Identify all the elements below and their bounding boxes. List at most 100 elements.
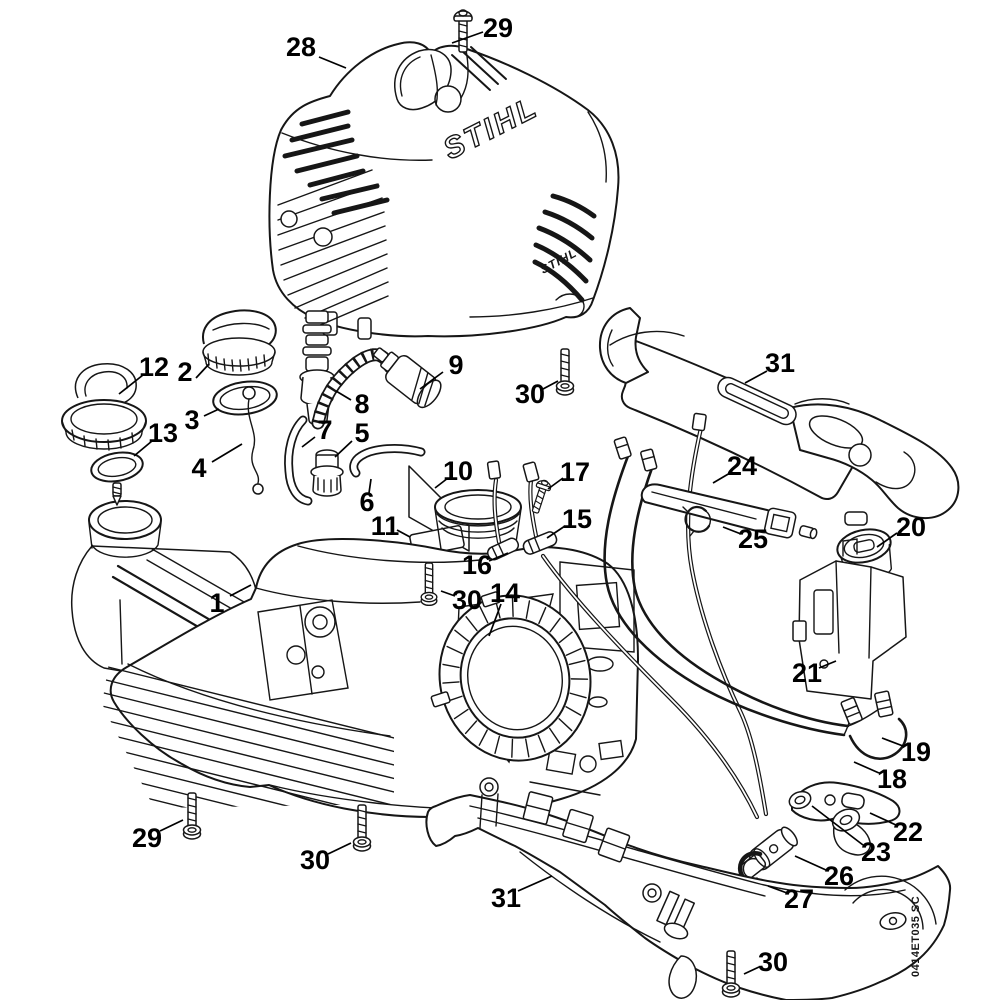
grille-rib <box>103 732 394 807</box>
fan-ring-slat <box>465 616 478 632</box>
callout-number-11: 11 <box>371 511 400 541</box>
grille-rib <box>103 678 394 753</box>
callout-leader-25 <box>722 526 742 535</box>
callout-leader-15 <box>546 525 566 539</box>
grille-rib <box>103 773 394 808</box>
fan-ring-slat <box>464 720 478 735</box>
callout-number-1: 1 <box>209 588 224 618</box>
callout-leader-13 <box>133 440 153 457</box>
fan-ring-slat <box>453 708 469 720</box>
callout-number-22: 22 <box>893 817 923 847</box>
callout-leader-30 <box>542 380 559 390</box>
callout-leader-21 <box>818 660 837 669</box>
fan-housing-ring <box>430 591 592 764</box>
callout-leader-17 <box>547 477 564 490</box>
grille-rib <box>103 705 394 780</box>
callout-leader-20 <box>876 532 898 548</box>
callout-number-18: 18 <box>877 764 907 794</box>
callout-leader-30 <box>327 842 352 855</box>
callout-leader-16 <box>488 552 509 562</box>
tank-vent-valve <box>310 449 344 497</box>
fan-ring-slat <box>549 617 561 633</box>
callout-number-8: 8 <box>354 389 369 419</box>
callout-leader-31 <box>517 875 553 892</box>
callout-leader-9 <box>419 371 444 390</box>
callout-number-21: 21 <box>792 658 822 688</box>
fan-ring-slat <box>537 734 546 753</box>
callout-leader-30 <box>743 966 760 975</box>
trigger-bushing <box>788 790 812 810</box>
fan-ring-slat <box>558 631 573 644</box>
fan-ring-slat <box>494 735 501 754</box>
callout-leader-27 <box>767 885 788 894</box>
callout-leader-14 <box>488 603 502 637</box>
callout-number-13: 13 <box>148 418 178 448</box>
fan-ring-slat <box>442 663 460 669</box>
callout-number-15: 15 <box>562 504 592 534</box>
callout-leader-18 <box>853 761 880 774</box>
handle-housing-bottom <box>425 777 952 1000</box>
fuel-return-hose <box>349 444 426 478</box>
callout-leader-29 <box>159 819 184 832</box>
callout-number-30: 30 <box>452 585 482 615</box>
callout-number-27: 27 <box>784 884 814 914</box>
throttle-cable-lower <box>540 553 760 820</box>
callout-leader-12 <box>118 374 144 395</box>
callout-leader-3 <box>203 408 220 417</box>
cover-louvers-right <box>451 46 597 303</box>
callout-number-3: 3 <box>184 405 199 435</box>
cap-retainer-pin <box>112 482 122 506</box>
grille-rib <box>103 719 394 793</box>
callout-number-31: 31 <box>491 883 521 913</box>
handle-housing-top <box>598 307 960 526</box>
fan-ring-slat <box>442 681 460 684</box>
short-circuit-wire <box>840 690 908 760</box>
callout-number-16: 16 <box>462 550 492 580</box>
grille-rib <box>103 692 394 766</box>
callout-number-25: 25 <box>738 524 768 554</box>
cable-swivel-joint <box>738 826 798 880</box>
grille-rib <box>103 759 394 808</box>
callout-number-12: 12 <box>139 352 169 382</box>
fuel-cap-vented <box>61 363 147 506</box>
cover-grille-left <box>277 169 389 327</box>
callout-leader-7 <box>301 436 316 448</box>
cable-clamp-left <box>486 460 520 561</box>
fan-ring-slat <box>524 738 530 758</box>
callout-leader-30 <box>440 590 456 597</box>
callout-number-2: 2 <box>177 357 192 387</box>
callout-number-4: 4 <box>191 453 206 483</box>
housing-screw <box>555 348 575 396</box>
cover-vent-hole <box>434 85 462 113</box>
fan-ring-slat <box>570 678 589 680</box>
engine-cover-shroud: STIHL STIHL <box>268 41 620 340</box>
cover-louvers-left <box>282 109 390 216</box>
callout-number-31: 31 <box>765 348 795 378</box>
callout-number-30: 30 <box>758 947 788 977</box>
callout-leader-11 <box>396 529 411 538</box>
callout-leader-24 <box>712 472 731 484</box>
fan-ring-slat <box>565 706 582 716</box>
cover-tab <box>357 317 372 340</box>
callout-number-23: 23 <box>861 837 891 867</box>
fan-ring-slat <box>565 647 582 656</box>
callout-number-30: 30 <box>515 379 545 409</box>
fan-ring-slat <box>558 718 573 732</box>
cap-retainer-cord <box>242 386 264 495</box>
fan-ring-slat <box>478 729 488 746</box>
fan-ring-slat <box>569 692 587 699</box>
callout-number-9: 9 <box>448 350 463 380</box>
callout-number-10: 10 <box>443 456 473 486</box>
callout-leader-31 <box>744 370 768 384</box>
fan-ring-slat <box>548 727 561 744</box>
callout-leader-5 <box>334 440 353 458</box>
callout-leader-6 <box>368 478 372 494</box>
callout-number-5: 5 <box>354 418 369 448</box>
callout-leader-23 <box>811 805 864 846</box>
callout-number-30: 30 <box>300 845 330 875</box>
wiring-harness <box>603 436 850 737</box>
cylinder-block-detail <box>257 599 349 701</box>
callout-leader-19 <box>881 737 904 747</box>
callout-number-29: 29 <box>132 823 162 853</box>
